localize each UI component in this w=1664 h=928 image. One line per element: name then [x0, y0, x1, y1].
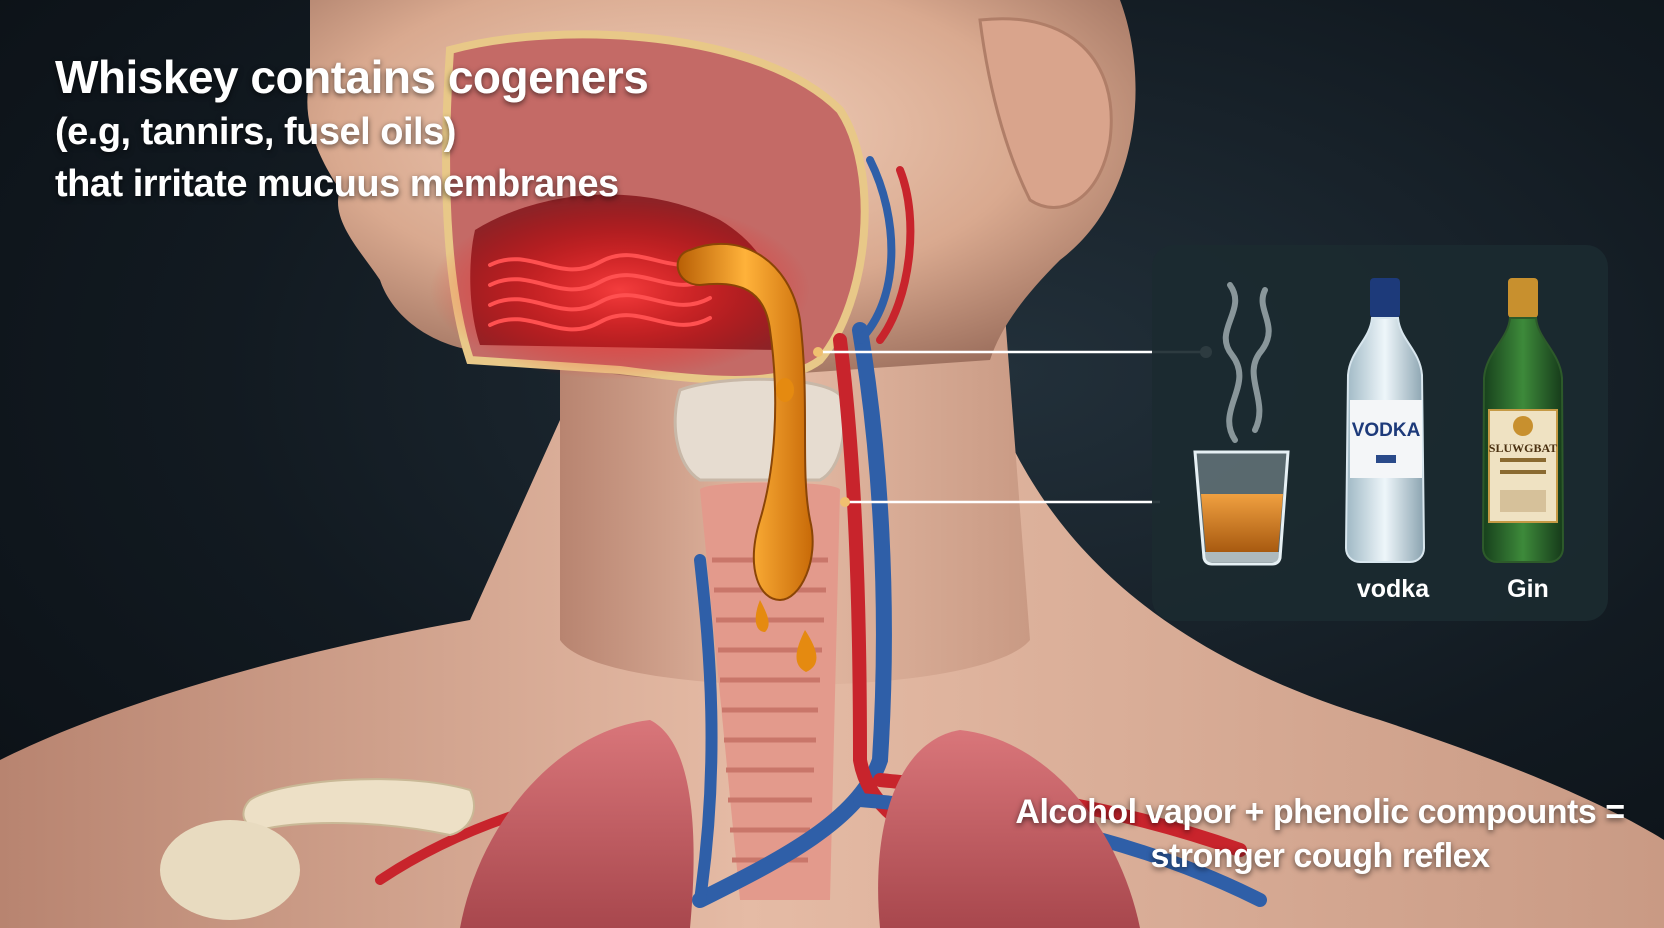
- ear: [978, 17, 1113, 209]
- headline-line-1: Whiskey contains cogeners: [55, 51, 649, 103]
- headline-line-3: that irritate mucuus membranes: [55, 163, 619, 205]
- gin-bottle-label: SLUWGBAT: [1489, 441, 1557, 455]
- vodka-caption: vodka: [1356, 575, 1430, 603]
- whiskey-stream: [676, 242, 817, 672]
- headline-line-2: (e.g, tannirs, fusel oils): [55, 111, 456, 153]
- larynx-cartilage: [673, 377, 846, 482]
- right-lung: [878, 730, 1140, 928]
- vodka-bottle-label: VODKA: [1352, 420, 1421, 441]
- vapor-icon: [1222, 282, 1272, 443]
- callout-dot-trachea: [840, 497, 850, 507]
- gin-caption: Gin: [1507, 575, 1549, 603]
- footer-note: Alcohol vapor + phenolic compounts = str…: [980, 790, 1660, 878]
- vodka-bottle-icon: VODKA: [1344, 278, 1426, 563]
- footer-note-line-2: stronger cough reflex: [1150, 837, 1490, 875]
- callout-lines: [818, 350, 1206, 504]
- headline: Whiskey contains cogeners (e.g, tannirs,…: [55, 48, 755, 210]
- whiskey-glass-icon: [1193, 450, 1290, 566]
- left-lung: [460, 720, 694, 928]
- callout-dot-mouth: [813, 347, 823, 357]
- gin-bottle-icon: SLUWGBAT: [1481, 278, 1565, 563]
- footer-note-line-1: Alcohol vapor + phenolic compounts =: [1015, 793, 1625, 831]
- irritation-waves: [488, 253, 712, 332]
- shoulder-joint: [160, 820, 300, 920]
